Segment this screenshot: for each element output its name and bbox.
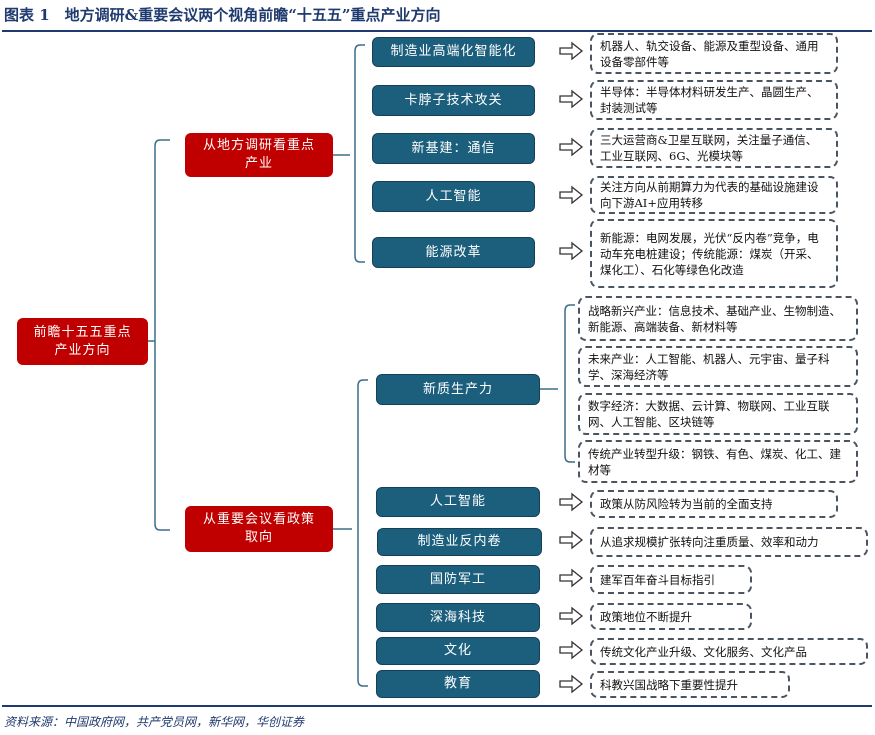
detail-box: 三大运营商&卫星互联网，关注量子通信、工业互联网、6G、光模块等	[590, 128, 838, 168]
arrow-icon	[559, 568, 584, 588]
root-bracket	[148, 139, 170, 531]
arrow-icon	[559, 640, 584, 660]
detail-box: 关注方向从前期算力为代表的基础设施建设向下游AI+应用转移	[590, 176, 838, 214]
branch1-bracket	[333, 44, 365, 263]
detail-box: 战略新兴产业：信息技术、基础产业、生物制造、新能源、高端装备、新材料等	[578, 296, 858, 341]
topic-node: 人工智能	[372, 181, 535, 212]
arrow-icon	[559, 41, 584, 61]
topic-node: 制造业反内卷	[377, 528, 542, 556]
branch2-bracket	[333, 379, 368, 687]
root-node: 前瞻十五五重点产业方向	[17, 318, 148, 365]
detail-box: 科教兴国战略下重要性提升	[590, 671, 790, 698]
source-note: 资料来源：中国政府网，共产党员网，新华网，华创证券	[4, 715, 305, 729]
topic-node: 新基建：通信	[372, 133, 535, 164]
arrow-icons	[559, 41, 584, 694]
arrow-icon	[559, 89, 584, 109]
footer-divider	[2, 705, 872, 707]
topic-node: 卡脖子技术攻关	[372, 85, 535, 116]
header-divider	[2, 30, 872, 32]
detail-box: 政策从防风险转为当前的全面支持	[590, 490, 838, 518]
detail-box: 机器人、轨交设备、能源及重型设备、通用设备零部件等	[590, 33, 838, 74]
arrow-icon	[559, 137, 584, 157]
detail-box: 传统文化产业升级、文化服务、文化产品	[590, 638, 868, 665]
figure-title: 图表 1 地方调研&重要会议两个视角前瞻“十五五”重点产业方向	[4, 6, 441, 24]
branch-node-key-meetings: 从重要会议看政策取向	[185, 506, 333, 552]
topic-node: 深海科技	[376, 603, 540, 632]
arrow-icon	[559, 674, 584, 694]
topic-node: 制造业高端化智能化	[372, 37, 535, 67]
branch-node-local-research: 从地方调研看重点产业	[185, 133, 333, 177]
detail-box: 半导体：半导体材料研发生产、晶圆生产、封装测试等	[590, 80, 838, 120]
detail-box: 建军百年奋斗目标指引	[590, 565, 752, 594]
arrow-icon	[559, 530, 584, 550]
topic-node: 国防军工	[376, 565, 540, 594]
detail-box: 新能源：电网发展，光伏“反内卷”竞争，电动车充电桩建设；传统能源：煤炭（开采、煤…	[590, 219, 838, 288]
arrow-icon	[559, 185, 584, 205]
detail-box: 政策地位不断提升	[590, 603, 752, 630]
detail-box: 传统产业转型升级：钢铁、有色、煤炭、化工、建材等	[578, 440, 858, 483]
topic-node: 能源改革	[372, 237, 535, 268]
arrow-icon	[559, 492, 584, 512]
detail-box: 从追求规模扩张转向注重质量、效率和动力	[590, 527, 868, 557]
topic-node: 文化	[376, 637, 540, 665]
arrow-icon	[559, 606, 584, 626]
detail-box: 未来产业：人工智能、机器人、元宇宙、量子科学、深海经济等	[578, 346, 858, 387]
topic-node: 教育	[376, 670, 540, 698]
detail-box: 数字经济：大数据、云计算、物联网、工业互联网、人工智能、区块链等	[578, 393, 858, 435]
arrow-icon	[559, 241, 584, 261]
nqp-bracket	[540, 304, 575, 463]
topic-node: 新质生产力	[376, 374, 540, 405]
topic-node: 人工智能	[376, 487, 540, 517]
